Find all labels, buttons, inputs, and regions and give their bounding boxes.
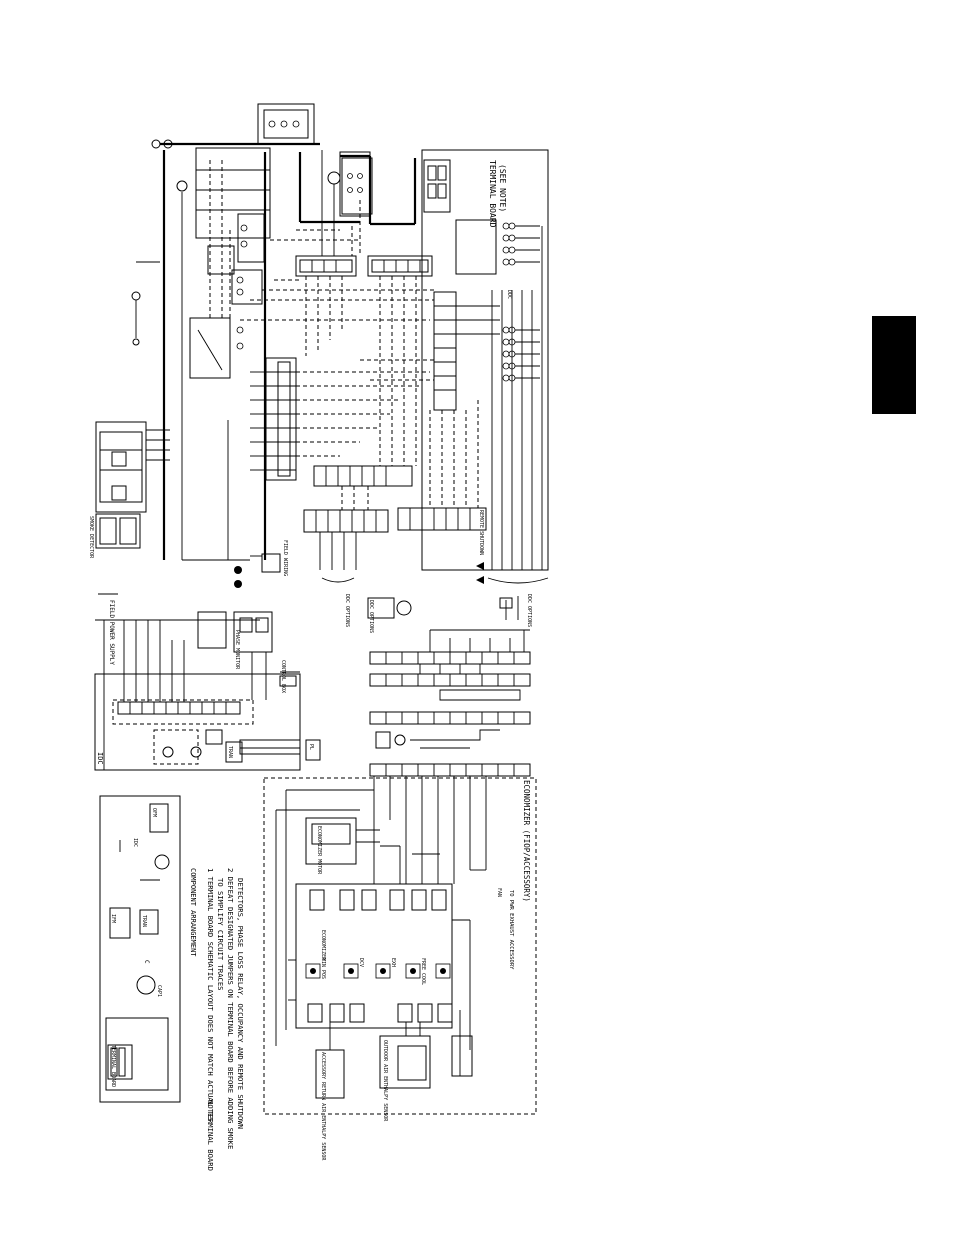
idc-board — [112, 699, 254, 725]
tran-block — [225, 741, 243, 763]
field-wiring-node-upper — [234, 566, 242, 574]
idc-terminal-strip — [117, 701, 241, 715]
svg-text:IDC: IDC — [132, 838, 138, 847]
terminal-board-outline — [421, 149, 549, 571]
svg-text:DCV: DCV — [358, 958, 364, 967]
svg-text:TO PWR EXHAUST ACCESSORY: TO PWR EXHAUST ACCESSORY — [508, 890, 514, 970]
svg-text:DDC: DDC — [506, 290, 512, 299]
main-wiring-area: SMOKE DETECTOR — [88, 103, 549, 627]
svg-text:ECONOMIZER: ECONOMIZER — [320, 930, 326, 961]
svg-text:ACCESSORY RETURN AIR ENTHALPY: ACCESSORY RETURN AIR ENTHALPY SENSOR — [320, 1052, 326, 1161]
svg-text:PHASE MONITOR: PHASE MONITOR — [234, 630, 240, 670]
svg-text:TERMINAL BOARD: TERMINAL BOARD — [488, 160, 497, 228]
svg-text:DDC OPTIONS: DDC OPTIONS — [526, 594, 532, 627]
economizer-potentiometers: MIN POS DCV EXH FREE COOL — [305, 958, 451, 985]
svg-text:CAP1: CAP1 — [156, 985, 162, 997]
remote-shutdown-strip — [397, 507, 487, 531]
idc-control-area: PL IDC TRAN PHASE MONITOR CONTROL BOX FI… — [94, 593, 321, 771]
svg-text:FAN: FAN — [496, 888, 502, 897]
option-terminal-section: DDC OPTIONS — [367, 596, 531, 777]
svg-text:NOTES:: NOTES: — [206, 1100, 215, 1126]
economizer-accessory-box — [95, 421, 147, 513]
economizer-control-board — [295, 883, 453, 1029]
svg-text:C: C — [143, 960, 150, 964]
svg-text:TRAN: TRAN — [227, 746, 233, 758]
terminal-board-strip-top — [455, 219, 540, 275]
smoke-detector-box — [95, 513, 141, 549]
svg-text:FREE COOL: FREE COOL — [420, 958, 426, 985]
svg-text:IDC: IDC — [96, 752, 104, 765]
economizer-motor — [305, 817, 357, 865]
economizer-connectors-top — [309, 889, 447, 911]
svg-text:EXH: EXH — [390, 958, 396, 967]
component-arrangement: C CAP1 IFM TRAN OFM IDC TERMINAL BOARD C… — [99, 795, 197, 1103]
svg-text:DDC OPTIONS: DDC OPTIONS — [344, 594, 350, 627]
section-tab-marker — [872, 316, 916, 414]
outdoor-air-enthalpy-sensor — [379, 1035, 431, 1089]
svg-text:MIN POS: MIN POS — [320, 958, 326, 979]
connector-bank-upper — [313, 465, 413, 487]
svg-text:SMOKE DETECTOR: SMOKE DETECTOR — [88, 516, 94, 559]
svg-text:IFM: IFM — [110, 914, 116, 923]
terminal-board-block — [107, 1044, 133, 1080]
svg-text:DETECTORS, PHASE LOSS RELAY, O: DETECTORS, PHASE LOSS RELAY, OCCUPANCY A… — [236, 878, 245, 1129]
svg-text:(SEE NOTE): (SEE NOTE) — [498, 164, 507, 212]
economizer-outline — [263, 777, 537, 1115]
svg-text:PL: PL — [308, 744, 314, 750]
svg-text:ECONOMIZER MOTOR: ECONOMIZER MOTOR — [316, 826, 322, 875]
svg-text:REMOTE SHUTDOWN: REMOTE SHUTDOWN — [478, 510, 484, 555]
cap1-component — [136, 975, 156, 995]
contactor-block — [195, 147, 271, 239]
svg-text:FIELD WIRING: FIELD WIRING — [282, 540, 288, 576]
svg-text:DDC OPTIONS: DDC OPTIONS — [368, 600, 374, 633]
field-terminal-strip — [250, 357, 297, 481]
svg-text:FIELD POWER SUPPLY: FIELD POWER SUPPLY — [108, 600, 115, 665]
field-wiring-node-lower — [234, 580, 242, 588]
ofm-component — [149, 803, 169, 833]
svg-text:ECONOMIZER (FIOP/ACCESSORY): ECONOMIZER (FIOP/ACCESSORY) — [522, 780, 531, 902]
svg-text:OUTDOOR AIR ENTHALPY SENSOR: OUTDOOR AIR ENTHALPY SENSOR — [382, 1040, 388, 1122]
svg-text:OFM: OFM — [151, 808, 157, 817]
svg-text:COMPONENT ARRANGEMENT: COMPONENT ARRANGEMENT — [189, 868, 197, 957]
terminal-board-strip-mid — [433, 291, 540, 411]
notes-block: NOTES: 1 TERMINAL BOARD SCHEMATIC LAYOUT… — [206, 868, 245, 1171]
compressor-symbol — [154, 854, 170, 870]
svg-text:TERMINAL BOARD: TERMINAL BOARD — [110, 1045, 116, 1087]
economizer-section: ECONOMIZER (FIOP/ACCESSORY) TO PWR EXHAU… — [263, 776, 537, 1161]
svg-text:1 TERMINAL BOARD SCHEMATIC LA: 1 TERMINAL BOARD SCHEMATIC LAYOUT DOES N… — [206, 868, 215, 1171]
svg-text:2 DEFEAT DESIGNATED JUMPERS O: 2 DEFEAT DESIGNATED JUMPERS ON TERMINAL … — [226, 868, 235, 1149]
svg-text:TRAN: TRAN — [141, 915, 147, 927]
svg-text:CONTROL BOX: CONTROL BOX — [280, 660, 286, 693]
tran-component — [139, 909, 159, 935]
svg-text:TO SIMPLIFY CIRCUIT TRACES: TO SIMPLIFY CIRCUIT TRACES — [216, 878, 225, 991]
phase-monitor — [233, 611, 273, 653]
economizer-connectors-bottom — [307, 1003, 453, 1023]
connector-bank-lower — [303, 509, 389, 533]
ifm-component — [109, 907, 131, 939]
